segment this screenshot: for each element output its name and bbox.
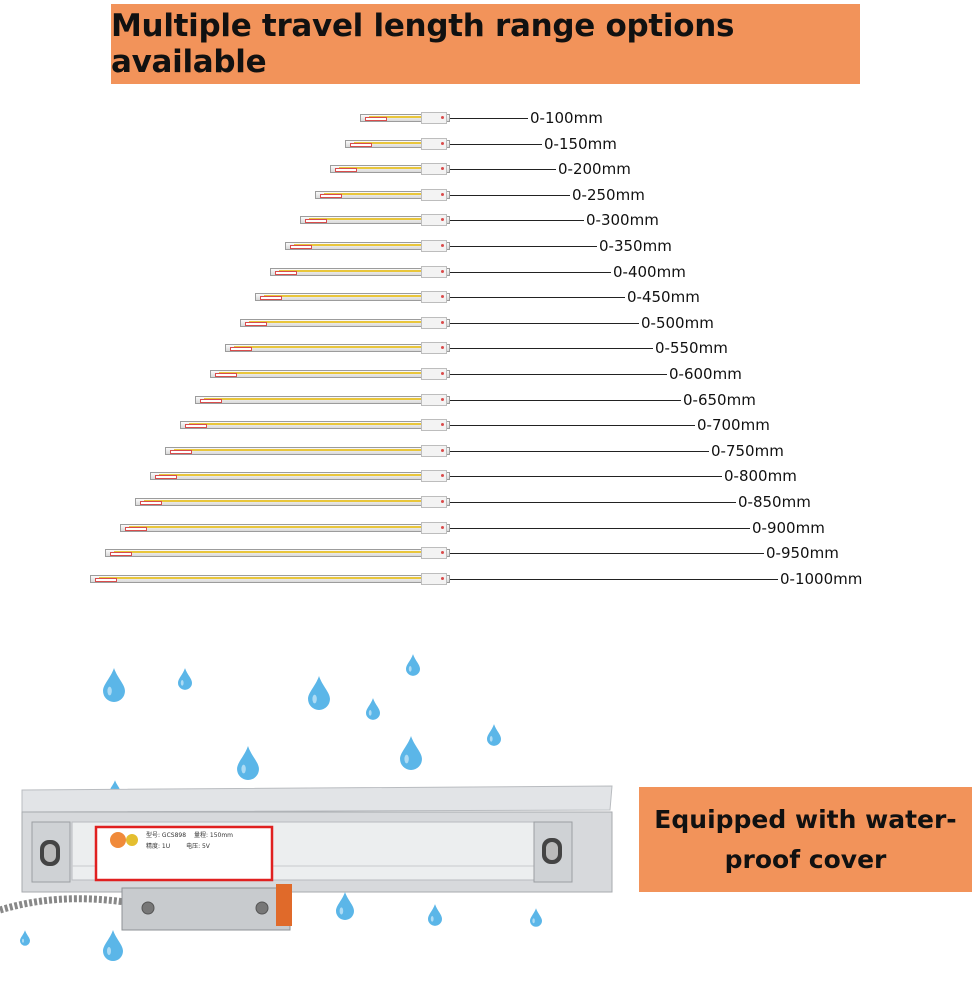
scale-device-illustration <box>0 785 613 931</box>
range-label: 0-150mm <box>544 135 617 153</box>
water-drop-icon <box>20 930 30 951</box>
scale-bar <box>150 470 450 482</box>
water-drop-icon <box>178 668 192 695</box>
leader-line <box>450 169 556 170</box>
water-drop-icon <box>487 724 501 751</box>
scale-bar <box>240 317 450 329</box>
leader-line <box>450 425 695 426</box>
leader-line <box>450 246 597 247</box>
range-label: 0-850mm <box>738 493 811 511</box>
range-label: 0-800mm <box>724 467 797 485</box>
leader-line <box>450 118 528 119</box>
leader-line <box>450 476 722 477</box>
scale-bar <box>195 394 450 406</box>
scale-bar <box>210 368 450 380</box>
water-drop-icon <box>530 908 542 932</box>
scale-bar <box>315 189 450 201</box>
water-drop-icon <box>406 654 420 681</box>
range-label: 0-650mm <box>683 391 756 409</box>
scale-bar <box>270 266 450 278</box>
range-label: 0-900mm <box>752 519 825 537</box>
banner-title: Multiple travel length range options ava… <box>111 8 735 80</box>
water-drop-icon <box>237 746 259 785</box>
leader-line <box>450 400 681 401</box>
model-label: 型号: GCS898 <box>146 832 187 839</box>
leader-line <box>450 323 639 324</box>
leader-line <box>450 195 570 196</box>
scale-bar <box>90 573 450 585</box>
leader-line <box>450 528 750 529</box>
range-label: 0-300mm <box>586 211 659 229</box>
range-label: 0-1000mm <box>780 570 863 588</box>
range-label: 0-600mm <box>669 365 742 383</box>
scale-bar <box>105 547 450 559</box>
accuracy-label: 精度: 1U <box>146 843 171 850</box>
range-label: 0-950mm <box>766 544 839 562</box>
range-label: 0-400mm <box>613 263 686 281</box>
range-label: 0-500mm <box>641 314 714 332</box>
scale-bar <box>255 291 450 303</box>
water-drop-icon <box>308 676 330 715</box>
range-label: 0-100mm <box>530 109 603 127</box>
scale-bar <box>225 342 450 354</box>
range-label: 0-700mm <box>697 416 770 434</box>
scale-bar <box>330 163 450 175</box>
leader-line <box>450 348 653 349</box>
range-label: 0-550mm <box>655 339 728 357</box>
scale-with-cover-photo: 型号: GCS898 量程: 150mm 精度: 1U 电压: 5V <box>0 780 620 980</box>
water-drop-icon <box>103 668 125 707</box>
title-banner: Multiple travel length range options ava… <box>111 4 860 84</box>
leader-line <box>450 579 778 580</box>
leader-line <box>450 374 667 375</box>
water-drop-icon <box>428 904 442 931</box>
scale-bar <box>300 214 450 226</box>
scale-bar <box>360 112 450 124</box>
range-label: 0-750mm <box>711 442 784 460</box>
leader-line <box>450 272 611 273</box>
water-drop-icon <box>336 892 354 925</box>
leader-line <box>450 144 542 145</box>
scale-bar <box>180 419 450 431</box>
leader-line <box>450 297 625 298</box>
water-drop-icon <box>103 930 123 966</box>
range-label: 0-350mm <box>599 237 672 255</box>
range-label: 0-250mm <box>572 186 645 204</box>
badge-line-2: proof cover <box>724 844 887 874</box>
leader-line <box>450 451 709 452</box>
voltage-label: 电压: 5V <box>186 843 210 850</box>
scale-bar <box>165 445 450 457</box>
leader-line <box>450 220 584 221</box>
label-plate-text: 型号: GCS898 量程: 150mm 精度: 1U 电压: 5V <box>146 830 268 852</box>
scale-bar <box>120 522 450 534</box>
leader-line <box>450 502 736 503</box>
leader-line <box>450 553 764 554</box>
water-drop-icon <box>400 736 422 775</box>
waterproof-badge: Equipped with water- proof cover <box>639 787 972 892</box>
range-label: 0-450mm <box>627 288 700 306</box>
scale-bar <box>135 496 450 508</box>
scale-bar <box>345 138 450 150</box>
range-label: 0-200mm <box>558 160 631 178</box>
range-options-figure: 0-100mm 0-150mm 0-200mm 0-250mm 0-300mm 0-350… <box>90 109 863 588</box>
scale-bar <box>285 240 450 252</box>
range-label: 量程: 150mm <box>193 832 234 839</box>
water-drop-icon <box>366 698 380 725</box>
badge-line-1: Equipped with water- <box>654 804 957 834</box>
